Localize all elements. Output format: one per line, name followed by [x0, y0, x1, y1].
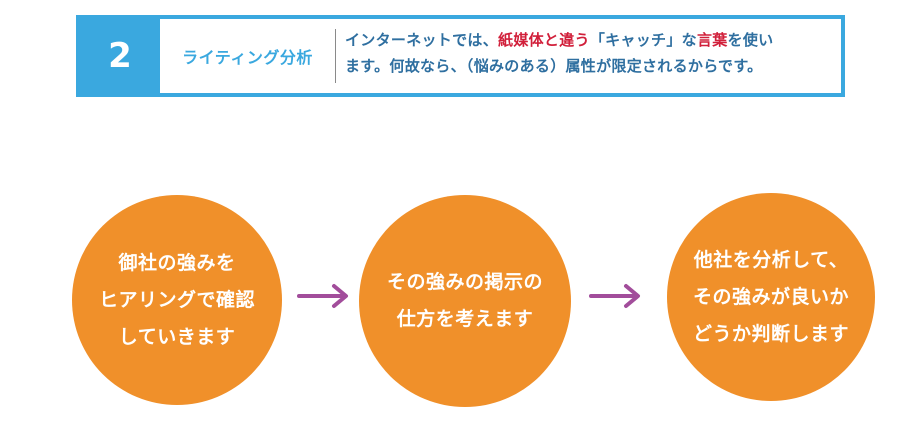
section-description: インターネットでは、紙媒体と違う「キャッチ」な言葉を使い ます。何故なら、（悩み…: [336, 19, 841, 93]
highlight-text: 紙媒体と違う: [498, 31, 590, 49]
description-text: 「キャッチ」な: [589, 31, 697, 49]
section-banner: 2 ライティング分析 インターネットでは、紙媒体と違う「キャッチ」な言葉を使い …: [76, 15, 845, 97]
section-number: 2: [80, 19, 160, 93]
arrow-right-icon: [297, 284, 348, 308]
step-2-line-2: 仕方を考えます: [396, 308, 534, 330]
step-3-circle: 他社を分析して、 その強みが良いか どうか判断します: [667, 193, 875, 401]
arrow-right-icon: [589, 284, 640, 308]
description-text: インターネットでは、: [345, 31, 499, 49]
step-1-line-2: ヒアリングで確認: [98, 288, 255, 311]
description-line-2: ます。何故なら、（悩みのある）属性が限定されるからです。: [345, 57, 763, 75]
step-1-line-3: していきます: [118, 325, 236, 348]
description-line-1: インターネットでは、紙媒体と違う「キャッチ」な言葉を使い: [345, 27, 841, 53]
step-3-line-3: どうか判断します: [692, 322, 849, 345]
step-3-line-1: 他社を分析して、: [693, 248, 849, 271]
description-text: を使い: [727, 31, 774, 49]
highlight-text: 言葉: [696, 31, 728, 49]
banner-divider: [335, 29, 336, 83]
section-label: ライティング分析: [182, 48, 313, 67]
step-1-circle: 御社の強みを ヒアリングで確認 していきます: [72, 195, 282, 405]
step-3-line-2: その強みが良いか: [692, 285, 849, 308]
step-2-line-1: その強みの掲示の: [386, 271, 543, 293]
step-1-line-1: 御社の強みを: [118, 251, 236, 274]
step-2-circle: その強みの掲示の 仕方を考えます: [359, 195, 571, 407]
